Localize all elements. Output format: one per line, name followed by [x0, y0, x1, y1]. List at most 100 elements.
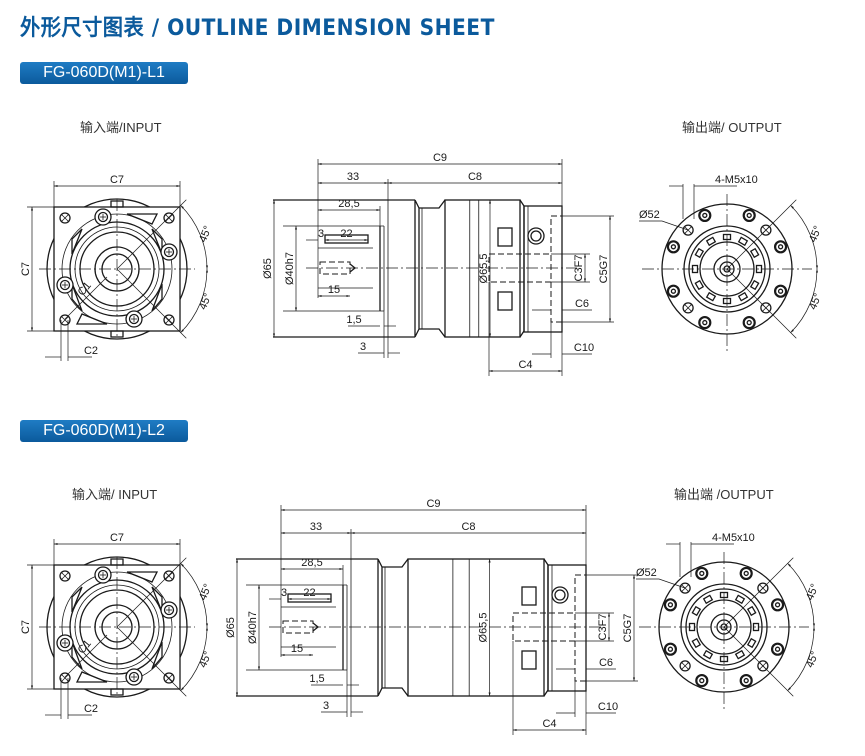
dim-output-45-arc	[787, 563, 816, 628]
bolt-cross	[60, 213, 70, 223]
housing-bolt	[666, 240, 681, 254]
dim-c2-label: C2	[84, 345, 98, 357]
housing-chamfer	[414, 199, 420, 338]
dim-output-45-arc	[790, 205, 819, 270]
dim-1-5-label: 1,5	[309, 673, 324, 685]
dim-c4-label: C4	[542, 718, 556, 730]
dim-m5-label: 4-M5x10	[712, 532, 755, 544]
dim-c2-label: C2	[84, 703, 98, 715]
bolt-cross	[60, 673, 70, 683]
housing-bolt-inner	[746, 212, 752, 219]
dim-c6-label: C6	[575, 298, 589, 310]
dim-28-5-label: 28,5	[338, 198, 359, 210]
dim-d65-label: Ø65	[262, 258, 274, 279]
housing-neck	[382, 558, 409, 697]
output-slot	[746, 605, 757, 617]
dim-d52-label: Ø52	[639, 209, 660, 221]
bolt-cross	[164, 213, 174, 223]
housing-bolt-inner	[699, 677, 705, 684]
housing-bolt-inner	[777, 288, 784, 294]
output-slot	[752, 622, 760, 632]
dim-33-label: 33	[347, 171, 359, 183]
extension-line	[116, 268, 187, 339]
hole-cross	[681, 662, 689, 670]
housing-bolt	[666, 284, 681, 298]
m5-thread-hole	[757, 582, 769, 594]
housing-bolt	[770, 598, 785, 612]
output-slot	[734, 649, 746, 660]
dim-c10-label: C10	[598, 701, 618, 713]
extension-line	[116, 199, 187, 270]
output-slot	[705, 236, 717, 247]
dim-c9-label: C9	[433, 152, 447, 164]
output-slot	[702, 594, 714, 605]
output-slot	[755, 264, 763, 274]
pocket	[71, 586, 83, 613]
dim-input-45-label: 45°	[197, 292, 214, 312]
extension-line	[726, 199, 797, 270]
pocket	[151, 641, 163, 670]
dim-input-45-arc	[180, 563, 209, 628]
dim-3a-label: 3	[318, 228, 324, 240]
dim-c7-label: C7	[20, 620, 32, 634]
housing-bolt	[742, 208, 756, 223]
dim-c3-label: C3F7	[573, 255, 585, 282]
corner-bolt-hole	[163, 314, 175, 326]
housing-bolt-inner	[743, 570, 749, 577]
housing-bolt-inner	[670, 244, 677, 250]
housing-bolt-inner	[777, 244, 784, 250]
input-view-label: 输入端/INPUT	[80, 120, 162, 135]
clamp-screw-inner	[59, 279, 71, 291]
dim-c5-label: C5G7	[622, 614, 634, 643]
gearbox-body	[407, 558, 545, 697]
dim-c8-label: C8	[461, 521, 475, 533]
housing-bolt-inner	[702, 212, 708, 219]
housing-bolt	[770, 642, 785, 656]
pocket	[71, 641, 83, 670]
m5-thread-hole	[682, 224, 694, 236]
m5-thread-hole	[760, 224, 772, 236]
housing-bolt-inner	[774, 602, 781, 608]
flange-bolt	[527, 227, 545, 245]
corner-bolt-hole	[59, 672, 71, 684]
dim-input-45-arc	[180, 626, 209, 691]
flange-bolt	[551, 586, 569, 604]
output-slot	[749, 247, 760, 259]
output-view-label: 输出端/ OUTPUT	[682, 120, 782, 135]
clamp-screw-inner	[59, 637, 71, 649]
clip	[521, 586, 537, 606]
housing-bolt-inner	[670, 288, 677, 294]
housing-bolt	[663, 598, 678, 612]
d52-leader	[639, 220, 689, 231]
housing-bolt-inner	[774, 646, 781, 652]
m5-thread-hole	[757, 660, 769, 672]
bolt-cross	[164, 673, 174, 683]
clamp-screw-inner	[128, 313, 140, 325]
output-view-label: 输出端 /OUTPUT	[674, 487, 774, 502]
housing-bolt-inner	[699, 570, 705, 577]
model-badge-l2: FG-060D(M1)-L2	[20, 420, 188, 442]
output-slot	[694, 279, 705, 291]
pocket	[151, 283, 163, 312]
extension-line	[726, 268, 797, 339]
clip	[497, 227, 513, 247]
dim-22-label: 22	[340, 228, 352, 240]
dim-28-5-label: 28,5	[301, 557, 322, 569]
dim-output-45-arc	[787, 626, 816, 691]
housing-bolt	[663, 642, 678, 656]
dim-15-label: 15	[328, 284, 340, 296]
c5-pilot	[550, 215, 563, 323]
dim-d65-5-label: Ø65,5	[478, 254, 490, 284]
hole-cross	[684, 226, 692, 234]
hole-cross	[681, 584, 689, 592]
output-slot	[691, 637, 702, 649]
bolt-cross	[60, 315, 70, 325]
corner-bolt-hole	[59, 212, 71, 224]
housing-bolt	[773, 240, 788, 254]
output-flange	[523, 205, 563, 333]
output-slot	[746, 637, 757, 649]
output-slot	[749, 279, 760, 291]
c1-leader	[64, 634, 108, 678]
c5-pilot	[574, 574, 587, 682]
